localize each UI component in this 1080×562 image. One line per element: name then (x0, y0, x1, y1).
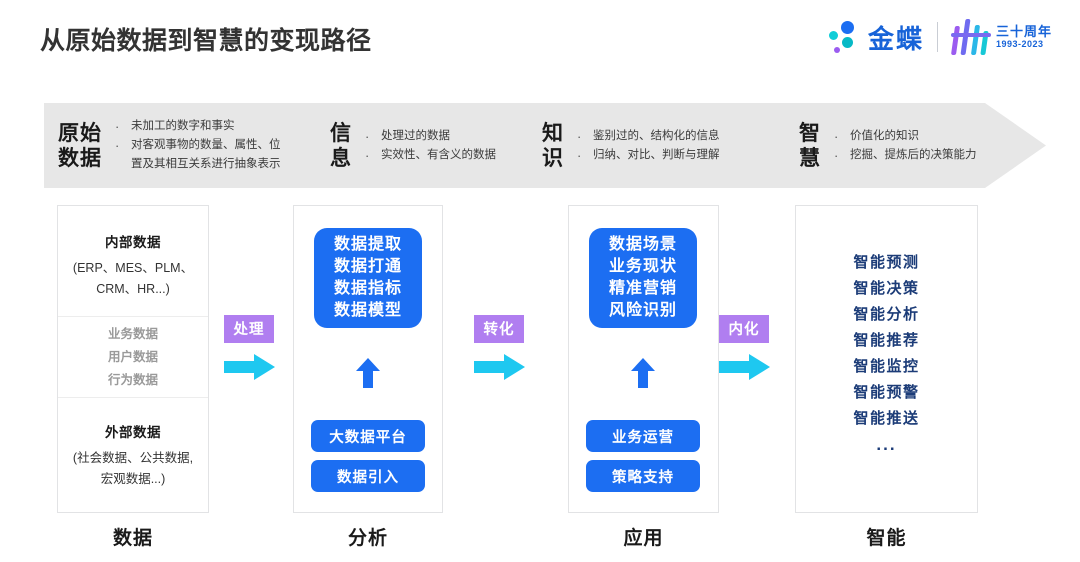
application-pill-strategy[interactable]: 策略支持 (586, 460, 700, 492)
bullet-dot-icon: · (115, 119, 120, 134)
connector-internalization: 内化 (719, 315, 781, 387)
band-bullet: · 处理过的数据 (365, 127, 496, 146)
band-bullet-text: 归纳、对比、判断与理解 (593, 148, 720, 161)
list-item: 智能预测 (853, 254, 920, 271)
bullet-dot-icon: · (577, 147, 582, 163)
list-item: 行为数据 (107, 372, 158, 387)
band-bullet-text: 未加工的数字和事实 (131, 120, 235, 132)
band-bullet: · 价值化的知识 (834, 127, 977, 146)
card-line: 数据打通 (333, 258, 402, 275)
analysis-pill-ingest[interactable]: 数据引入 (311, 460, 425, 492)
connector-transformation: 转化 (474, 315, 536, 387)
right-arrow-icon (474, 354, 525, 380)
band-cell-knowledge: 知 识 · 鉴别过的、结构化的信息 · 归纳、对比、判断与理解 (542, 103, 720, 188)
card-line: 风险识别 (608, 302, 677, 319)
brand-divider (936, 22, 938, 52)
band-cell-information: 信 息 · 处理过的数据 · 实效性、有含义的数据 (330, 103, 496, 188)
band-bullet-text: 价值化的知识 (850, 129, 919, 142)
band-bullet-text: 处理过的数据 (381, 129, 450, 142)
bullet-dot-icon: · (577, 128, 582, 144)
column-intelligence (795, 205, 978, 513)
column-label-application: 应用 (623, 528, 664, 549)
bullet-dot-icon: · (115, 138, 120, 153)
band-key-label: 知 识 (542, 121, 564, 170)
application-main-card: 数据场景 业务现状 精准营销 风险识别 (589, 228, 697, 328)
list-ellipsis: ... (876, 435, 897, 454)
connector-label: 转化 (474, 315, 524, 343)
column-label-data: 数据 (112, 528, 153, 549)
column-data: 内部数据 (ERP、MES、PLM、 CRM、HR...) 业务数据 用户数据 … (57, 205, 209, 513)
anniversary-years: 1993-2023 (995, 39, 1044, 49)
intelligence-list: 智能预测 智能决策 智能分析 智能推荐 智能监控 智能预警 智能推送 ... (795, 250, 978, 458)
card-line: 精准营销 (608, 280, 677, 297)
up-arrow-icon (631, 358, 655, 388)
anniversary-mark-icon (950, 19, 991, 55)
band-key-label: 智 慧 (799, 121, 821, 170)
connector-processing: 处理 (224, 315, 286, 387)
external-data-sub: (社会数据、公共数据, 宏观数据...) (72, 450, 194, 486)
list-item: 智能推荐 (853, 332, 920, 349)
internal-data-title: 内部数据 (105, 234, 161, 250)
anniversary-label: 三十周年 (995, 24, 1052, 39)
band-bullet: · 鉴别过的、结构化的信息 (577, 127, 720, 146)
application-pill-operations[interactable]: 业务运营 (586, 420, 700, 452)
dikw-band: 原始 数据 · 未加工的数字和事实 · 对客观事物的数量、属性、位 置及其相互关… (44, 103, 1046, 188)
connector-label: 内化 (719, 315, 769, 343)
list-item: 智能预警 (853, 384, 920, 401)
band-cell-wisdom: 智 慧 · 价值化的知识 · 挖掘、提炼后的决策能力 (799, 103, 977, 188)
band-bullet-text: 实效性、有含义的数据 (381, 148, 496, 161)
column-label-intelligence: 智能 (866, 528, 907, 549)
card-line: 业务现状 (608, 258, 677, 275)
page-title: 从原始数据到智慧的变现路径 (40, 27, 372, 55)
band-bullet: · 挖掘、提炼后的决策能力 (834, 146, 977, 165)
bullet-dot-icon: · (365, 128, 370, 144)
list-item: 用户数据 (107, 349, 158, 364)
bullet-dot-icon: · (834, 128, 839, 144)
external-data-title: 外部数据 (105, 424, 161, 440)
band-bullet-text: 挖掘、提炼后的决策能力 (850, 148, 977, 161)
external-data-section: 外部数据 (社会数据、公共数据, 宏观数据...) (58, 398, 208, 512)
band-bullet: · 未加工的数字和事实 (115, 117, 281, 136)
right-arrow-icon (224, 354, 275, 380)
band-key-label: 信 息 (330, 121, 352, 170)
brand-logo: 金蝶 三十周年 1993-2023 (828, 18, 1052, 56)
column-label-analysis: 分析 (347, 528, 388, 549)
bullet-dot-icon: · (834, 147, 839, 163)
band-cell-raw-data: 原始 数据 · 未加工的数字和事实 · 对客观事物的数量、属性、位 置及其相互关… (58, 103, 281, 188)
band-key-label: 原始 数据 (58, 121, 102, 170)
card-line: 数据提取 (333, 236, 402, 253)
analysis-main-card: 数据提取 数据打通 数据指标 数据模型 (314, 228, 422, 328)
list-item: 业务数据 (107, 326, 158, 341)
internal-data-section: 内部数据 (ERP、MES、PLM、 CRM、HR...) (58, 206, 208, 316)
bullet-dot-icon: · (365, 147, 370, 163)
kingdee-dots-icon (828, 20, 862, 54)
band-bullet-text: 鉴别过的、结构化的信息 (593, 129, 720, 142)
band-bullet: · 实效性、有含义的数据 (365, 146, 496, 165)
card-line: 数据指标 (333, 280, 402, 297)
analysis-pill-platform[interactable]: 大数据平台 (311, 420, 425, 452)
list-item: 智能决策 (853, 280, 920, 297)
list-item: 智能监控 (853, 358, 920, 375)
data-types-section: 业务数据 用户数据 行为数据 (58, 316, 208, 398)
right-arrow-icon (719, 354, 770, 380)
internal-data-sub: (ERP、MES、PLM、 CRM、HR...) (72, 260, 194, 296)
card-line: 数据场景 (608, 236, 677, 253)
connector-label: 处理 (224, 315, 274, 343)
band-bullet-text: 对客观事物的数量、属性、位 置及其相互关系进行抽象表示 (131, 139, 281, 170)
list-item: 智能分析 (853, 306, 920, 323)
band-bullet: · 归纳、对比、判断与理解 (577, 146, 720, 165)
anniversary-block: 三十周年 1993-2023 (950, 19, 1052, 55)
up-arrow-icon (356, 358, 380, 388)
card-line: 数据模型 (333, 302, 402, 319)
brand-name: 金蝶 (867, 23, 924, 54)
band-bullet: · 对客观事物的数量、属性、位 置及其相互关系进行抽象表示 (115, 136, 281, 174)
list-item: 智能推送 (853, 410, 920, 427)
